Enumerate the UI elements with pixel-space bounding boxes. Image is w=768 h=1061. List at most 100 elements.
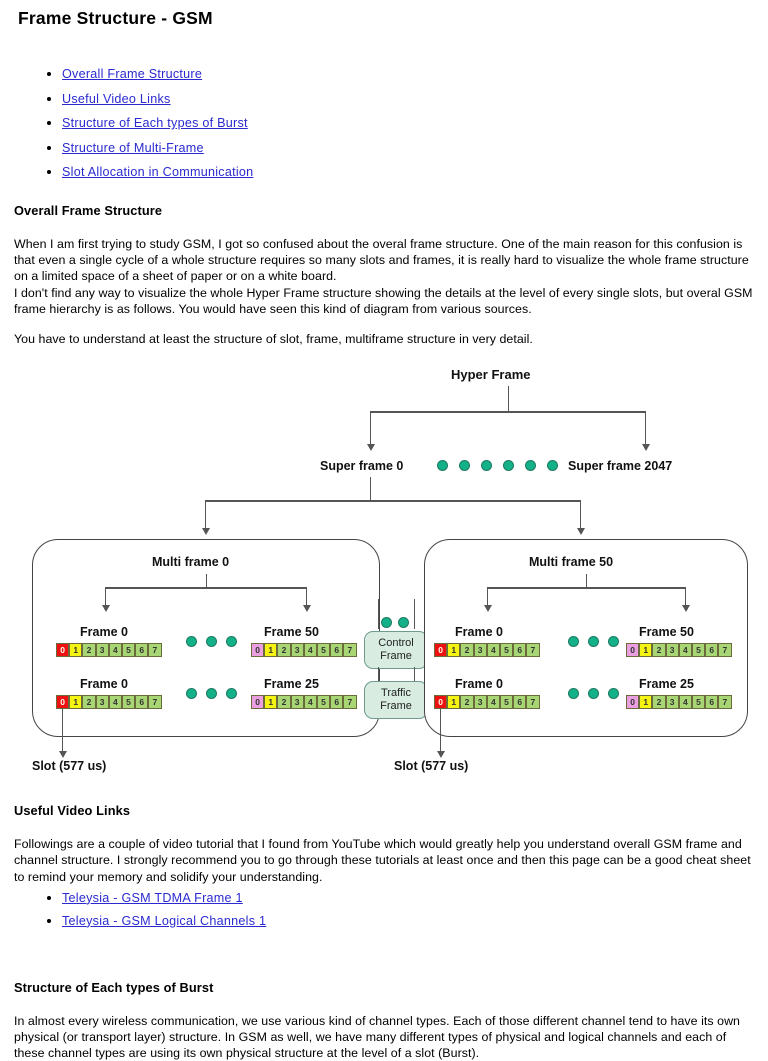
frame-label: Frame 50 bbox=[264, 625, 319, 640]
slot-cell: 4 bbox=[486, 643, 500, 658]
connector-hyperframe-left-drop bbox=[370, 411, 372, 447]
ellipsis-dot bbox=[525, 460, 536, 472]
ellipsis-dot bbox=[608, 688, 619, 700]
heading-useful-video-links: Useful Video Links bbox=[14, 803, 131, 819]
slot-cell: 1 bbox=[447, 643, 461, 658]
connector-superframe-right-drop bbox=[580, 500, 582, 531]
slot-cell: 4 bbox=[678, 643, 692, 658]
toc-link-structure-of-multi-frame[interactable]: Structure of Multi-Frame bbox=[62, 140, 204, 155]
slot-cell: 4 bbox=[303, 643, 317, 658]
slot-cell: 1 bbox=[639, 643, 653, 658]
ellipsis-dot bbox=[547, 460, 558, 472]
traffic-frame-box: Traffic Frame bbox=[364, 681, 428, 720]
slot-cell: 7 bbox=[148, 695, 162, 710]
overall-paragraph-1: When I am first trying to study GSM, I g… bbox=[14, 237, 749, 284]
slot-cell: 5 bbox=[121, 643, 136, 658]
connector-slot-left bbox=[62, 709, 64, 754]
toc-link-structure-of-each-types-of-burst[interactable]: Structure of Each types of Burst bbox=[62, 116, 248, 130]
slot-cell: 5 bbox=[691, 643, 706, 658]
connector-center-right bbox=[414, 599, 416, 630]
slot-strip: 0 1 2 3 4 5 6 7 bbox=[251, 643, 357, 658]
connector-superframe-bus bbox=[205, 500, 581, 502]
slot-cell: 2 bbox=[277, 643, 291, 658]
diagram-label-super-frame-0: Super frame 0 bbox=[320, 459, 404, 474]
arrow-mf50-left bbox=[484, 605, 492, 613]
connector-mf50-bus bbox=[487, 587, 686, 589]
connector-mf0-stem bbox=[206, 574, 208, 589]
arrow-mf50-right bbox=[682, 605, 690, 613]
toc-link-useful-video-links[interactable]: Useful Video Links bbox=[62, 91, 171, 106]
ellipsis-dot bbox=[186, 688, 197, 700]
slot-cell: 7 bbox=[718, 643, 732, 658]
video-link-gsm-tdma-frame-1[interactable]: Teleysia - GSM TDMA Frame 1 bbox=[62, 890, 243, 905]
ellipsis-dot bbox=[226, 688, 237, 700]
diagram-label-multi-frame-0: Multi frame 0 bbox=[152, 555, 230, 570]
connector-superframe-stem bbox=[370, 477, 372, 502]
slot-cell: 7 bbox=[148, 643, 162, 658]
frame-label: Frame 0 bbox=[80, 677, 128, 692]
connector-superframe-left-drop bbox=[205, 500, 207, 531]
slot-cell: 7 bbox=[526, 643, 540, 658]
connector-mf50-stem bbox=[586, 574, 588, 589]
slot-cell: 3 bbox=[95, 695, 109, 710]
connector-mf0-right-drop bbox=[306, 587, 308, 608]
slot-cell: 5 bbox=[499, 695, 514, 710]
list-item: Structure of Each types of Burst bbox=[62, 114, 754, 132]
list-item: Useful Video Links bbox=[62, 90, 754, 108]
page-title: Frame Structure - GSM bbox=[18, 8, 213, 28]
slot-cell: 0 bbox=[626, 695, 640, 710]
video-link-gsm-logical-channels-1[interactable]: Teleysia - GSM Logical Channels 1 bbox=[62, 913, 267, 928]
slot-cell: 1 bbox=[264, 695, 278, 710]
traffic-frame-label-line2: Frame bbox=[380, 700, 412, 713]
frame-label: Frame 0 bbox=[80, 625, 128, 640]
connector-control-traffic-left bbox=[378, 667, 380, 684]
slot-cell: 2 bbox=[460, 643, 474, 658]
diagram-label-super-frame-2047: Super frame 2047 bbox=[568, 459, 673, 474]
slot-cell: 0 bbox=[434, 643, 448, 658]
video-link-list: Teleysia - GSM TDMA Frame 1 Teleysia - G… bbox=[14, 889, 754, 930]
slot-cell: 7 bbox=[526, 695, 540, 710]
list-item: Overall Frame Structure bbox=[62, 65, 754, 83]
list-item: Teleysia - GSM Logical Channels 1 bbox=[62, 912, 754, 930]
arrow-superframe-right bbox=[577, 528, 585, 536]
connector-center-left bbox=[378, 599, 380, 630]
slot-cell: 2 bbox=[277, 695, 291, 710]
slot-cell: 0 bbox=[626, 643, 640, 658]
slot-cell: 4 bbox=[108, 643, 122, 658]
slot-cell: 6 bbox=[330, 643, 344, 658]
slot-cell: 6 bbox=[135, 643, 149, 658]
connector-hyperframe-stem bbox=[508, 386, 510, 413]
arrow-mf0-left bbox=[102, 605, 110, 613]
slot-cell: 6 bbox=[705, 643, 719, 658]
frame-label: Frame 0 bbox=[455, 625, 503, 640]
list-item: Teleysia - GSM TDMA Frame 1 bbox=[62, 889, 754, 907]
connector-hyperframe-right-drop bbox=[645, 411, 647, 447]
list-item: Structure of Multi-Frame bbox=[62, 139, 754, 157]
slot-cell: 1 bbox=[69, 695, 83, 710]
connector-mf0-left-drop bbox=[105, 587, 107, 608]
slot-strip: 0 1 2 3 4 5 6 7 bbox=[56, 643, 162, 658]
slot-cell: 3 bbox=[95, 643, 109, 658]
ellipsis-dot bbox=[206, 688, 217, 700]
control-frame-label-line2: Frame bbox=[380, 650, 412, 663]
slot-cell: 2 bbox=[82, 643, 96, 658]
slot-strip: 0 1 2 3 4 5 6 7 bbox=[626, 695, 732, 710]
overall-paragraph-2: I don't find any way to visualize the wh… bbox=[14, 285, 753, 316]
toc-link-overall-frame-structure[interactable]: Overall Frame Structure bbox=[62, 67, 203, 81]
slot-cell: 5 bbox=[316, 643, 331, 658]
slot-cell: 1 bbox=[264, 643, 278, 658]
slot-cell: 5 bbox=[691, 695, 706, 710]
connector-mf0-bus bbox=[105, 587, 307, 589]
page-root: Frame Structure - GSM Overall Frame Stru… bbox=[0, 8, 768, 1061]
frame-label: Frame 0 bbox=[455, 677, 503, 692]
connector-mf50-left-drop bbox=[487, 587, 489, 608]
slot-strip: 0 1 2 3 4 5 6 7 bbox=[251, 695, 357, 710]
toc-link-slot-allocation-in-communication[interactable]: Slot Allocation in Communication bbox=[62, 165, 254, 179]
control-frame-box: Control Frame bbox=[364, 631, 428, 670]
ellipsis-dot bbox=[568, 636, 579, 648]
slot-strip: 0 1 2 3 4 5 6 7 bbox=[434, 695, 540, 710]
connector-mf50-right-drop bbox=[685, 587, 687, 608]
frame-label: Frame 25 bbox=[264, 677, 319, 692]
ellipsis-dot bbox=[459, 460, 470, 472]
slot-cell: 6 bbox=[135, 695, 149, 710]
